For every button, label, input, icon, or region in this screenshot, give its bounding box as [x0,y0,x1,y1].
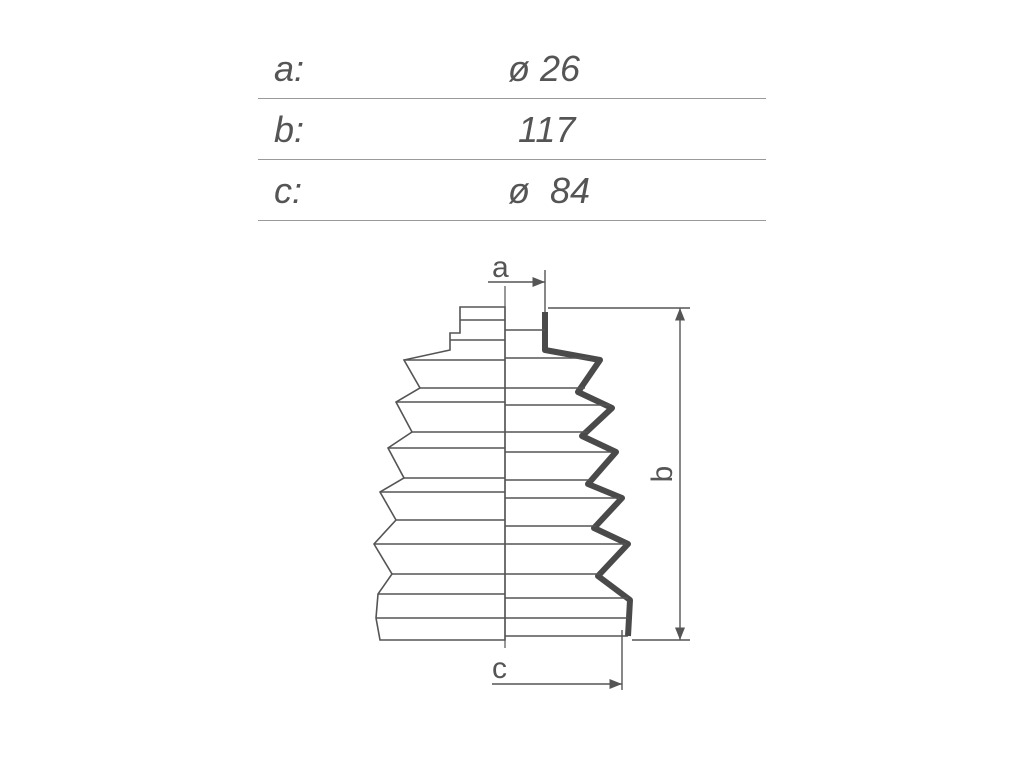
spec-key: b: [274,109,305,150]
label-b: b [646,466,679,483]
spec-row-b: b: 117 [258,99,766,160]
spec-value: ø 84 [508,170,591,211]
bellows-left-half [373,306,506,641]
dimension-b [548,307,690,641]
dimension-c [492,630,623,690]
spec-row-a: a: ø 26 [258,38,766,99]
section-lines [505,329,628,637]
spec-key: a: [274,48,305,89]
dimension-table: a: ø 26 b: 117 c: ø 84 [258,38,766,221]
spec-value: ø 26 [508,48,581,89]
bellows-right-half [542,312,633,637]
spec-row-c: c: ø 84 [258,160,766,221]
spec-value: 117 [508,109,576,150]
label-c: c [492,652,507,685]
dimension-a [488,270,546,312]
spec-key: c: [274,170,303,211]
label-a: a [492,251,509,284]
